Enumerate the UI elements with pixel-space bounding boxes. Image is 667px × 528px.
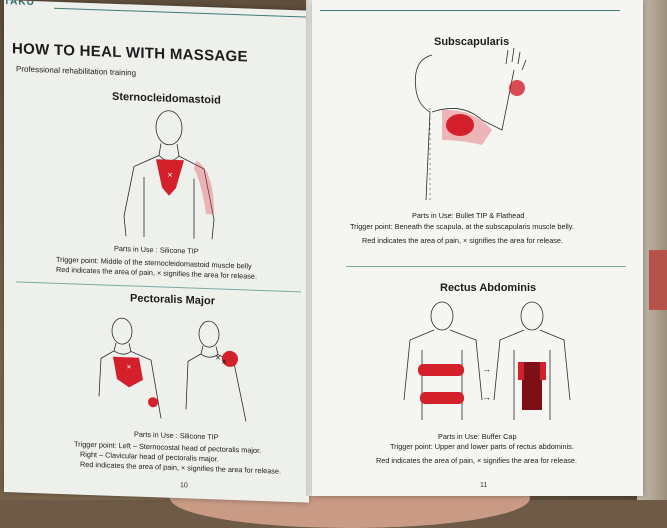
subscapularis-figure <box>414 47 527 201</box>
brand-logo: ITAKU <box>4 0 35 9</box>
page-subtitle: Professional rehabilitation training <box>16 64 137 78</box>
svg-text:×: × <box>167 170 172 180</box>
svg-text:×: × <box>127 362 132 371</box>
header-rule <box>320 10 620 11</box>
rectus-abdominis-figure-front <box>493 301 571 420</box>
sternocleidomastoid-figure: × <box>123 110 215 240</box>
pectoralis-major-figure-left: × <box>98 317 162 419</box>
subscapularis-parts: Parts in Use: Bullet TIP & Flathead <box>412 211 525 220</box>
subscapularis-trigger: Trigger point: Beneath the scapula, at t… <box>350 222 574 231</box>
section-title-pectoralis-major: Pectoralis Major <box>130 292 215 308</box>
section-title-rectus-abdominis: Rectus Abdominis <box>440 282 537 294</box>
rectus-abdominis-figure-back <box>403 301 483 420</box>
right-page: Subscapularis Parts in Use: Bullet TIP &… <box>312 0 643 496</box>
pectoralis-major-figure-right: × × <box>185 320 247 422</box>
pectoralis-major-parts: Parts in Use : Silicone TIP <box>134 429 219 442</box>
page-number-left: 10 <box>180 482 188 490</box>
svg-text:×: × <box>221 357 226 367</box>
arrow-indicator-top: → <box>482 364 491 374</box>
section-title-subscapularis: Subscapularis <box>434 36 510 48</box>
section-divider <box>346 266 626 267</box>
subscapularis-legend: Red indicates the area of pain, × signif… <box>362 236 563 245</box>
arrow-indicator-bottom: → <box>482 392 491 402</box>
book-spine <box>306 0 316 496</box>
background-object <box>649 250 667 310</box>
page-title: HOW TO HEAL WITH MASSAGE <box>12 40 248 66</box>
rectus-abdominis-parts: Parts in Use: Buffer Cap <box>438 432 517 441</box>
section-title-sternocleidomastoid: Sternocleidomastoid <box>112 90 221 107</box>
rectus-abdominis-trigger: Trigger point: Upper and lower parts of … <box>390 442 574 451</box>
sternocleidomastoid-parts: Parts in Use : Silicone TIP <box>114 243 199 256</box>
svg-text:×: × <box>215 352 220 362</box>
page-number-right: 11 <box>480 482 488 489</box>
section-divider <box>16 281 301 293</box>
header-rule <box>54 7 309 18</box>
rectus-abdominis-legend: Red indicates the area of pain, × signif… <box>376 456 577 465</box>
left-page: ITAKU HOW TO HEAL WITH MASSAGE Professio… <box>4 0 309 503</box>
